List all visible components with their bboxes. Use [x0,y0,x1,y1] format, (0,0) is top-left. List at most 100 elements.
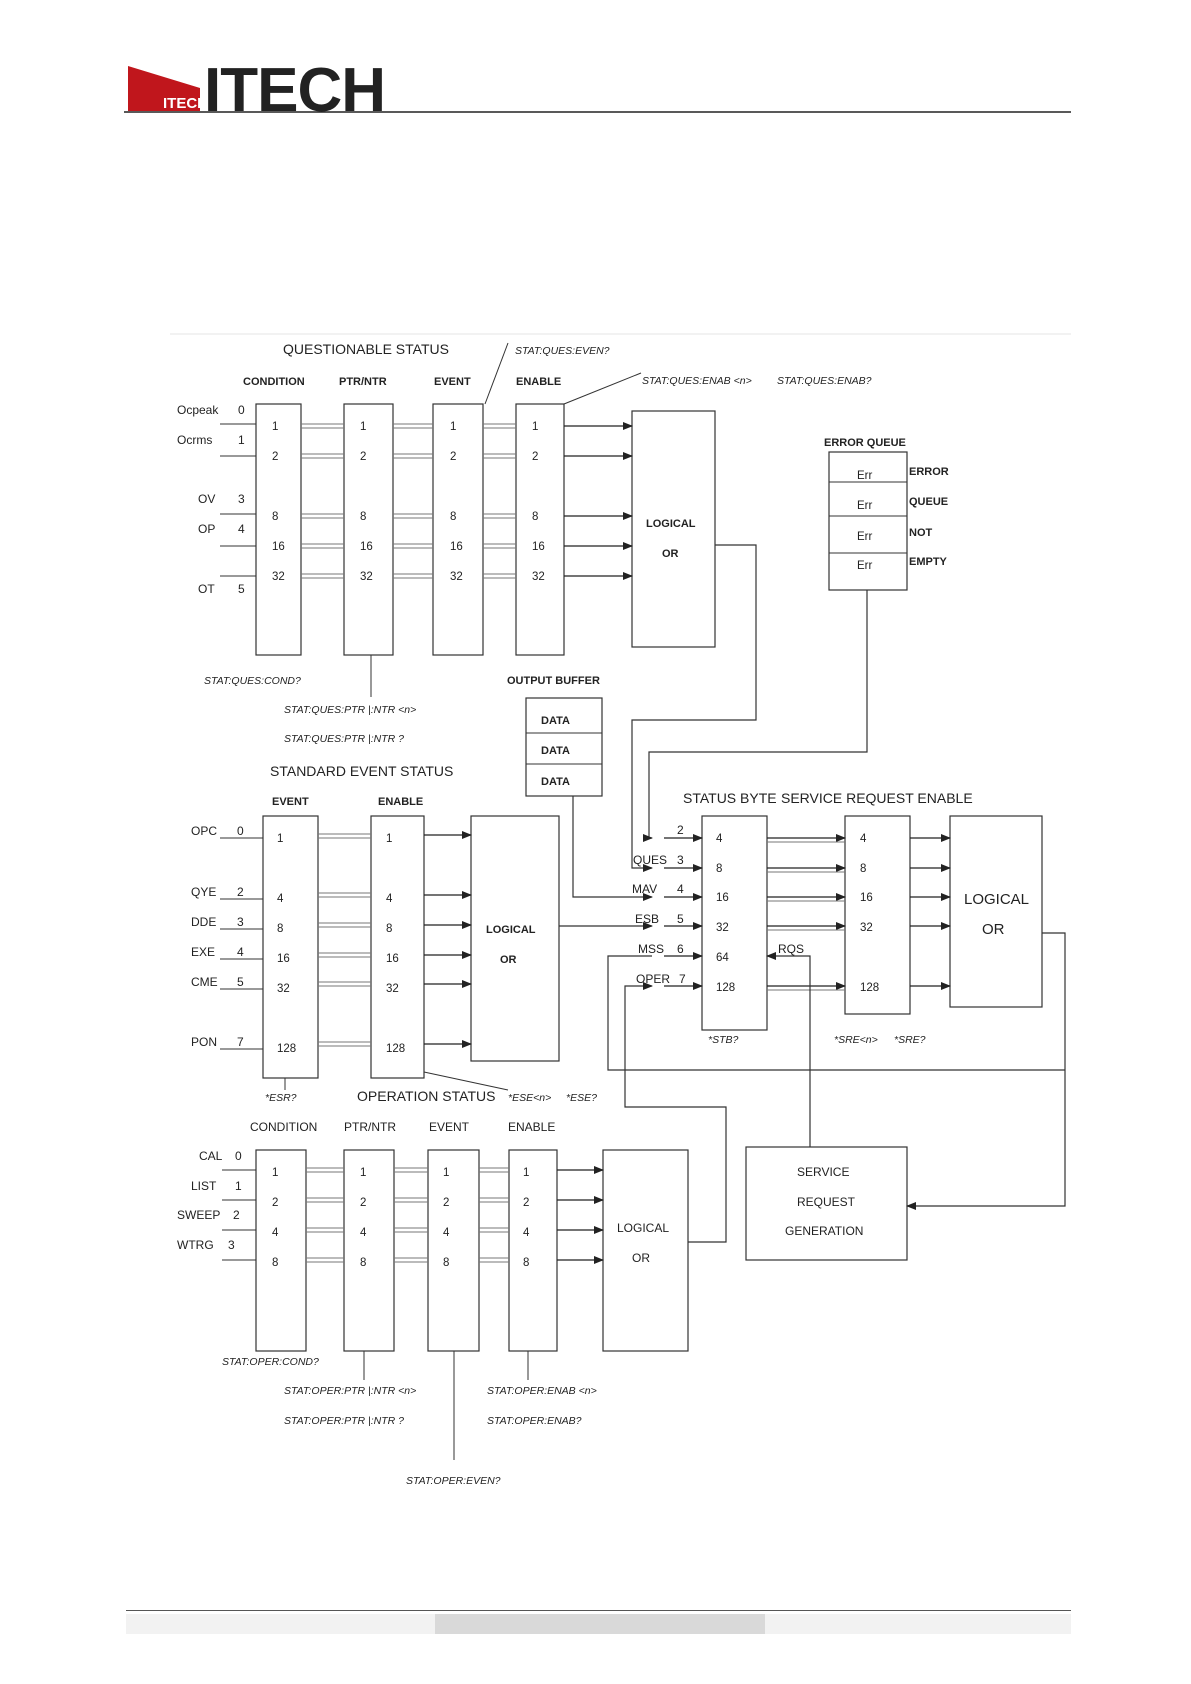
stb-input-name: QUES [633,853,667,867]
error-queue-side-label: QUEUE [909,496,948,508]
ques-or-label: OR [662,548,679,560]
oper-or-label: OR [632,1251,650,1265]
oper-ptr-weight: 8 [360,1257,366,1269]
error-queue-cell: Err [857,500,873,512]
ques-cmd-enab: STAT:QUES:ENAB <n> [642,375,752,387]
oper-or-label: LOGICAL [617,1221,669,1235]
stb-input-name: MSS [638,942,664,956]
std-logical-or [470,815,560,1062]
std-enable-weight: 32 [386,983,399,995]
stb-or-label: LOGICAL [964,891,1029,908]
stb-input-bit: 6 [677,942,684,956]
oper-ptr-weight: 1 [360,1167,366,1179]
std-or-label: OR [500,954,517,966]
stb-weight: 16 [716,892,729,904]
std-input-bit: 0 [237,824,244,838]
footer-rule [126,1610,1071,1611]
std-cmd-ese: *ESE<n> [508,1092,551,1104]
stb-cmd-sre: *SRE<n> [834,1034,878,1046]
oper-cond-weight: 8 [272,1257,278,1269]
ques-event-weight: 32 [450,571,463,583]
stb-input-bit: 4 [677,882,684,896]
stb-cmd-stb: *STB? [708,1034,739,1046]
std-input-name: EXE [191,945,215,959]
oper-input-bit: 1 [235,1179,242,1193]
ques-event-register [432,403,484,656]
ques-enable-weight: 1 [532,421,538,433]
service-request-line: GENERATION [785,1224,863,1238]
ques-or-label: LOGICAL [646,518,696,530]
ques-enable-weight: 32 [532,571,545,583]
ques-cond-weight: 1 [272,421,278,433]
std-or-label: LOGICAL [486,924,536,936]
ques-event-weight: 2 [450,451,456,463]
output-buffer-cell: DATA [541,745,570,757]
ques-header-enable: ENABLE [516,376,561,388]
sre-weight: 128 [860,982,879,994]
operation-status-group: OPERATION STATUS CONDITION PTR/NTR EVENT… [177,1088,689,1487]
ques-ptrntr-register [343,403,394,656]
oper-header-event: EVENT [429,1120,470,1134]
std-event-weight: 1 [277,833,283,845]
ques-input-name: OP [198,522,215,536]
ques-input-bit: 3 [238,492,245,506]
ques-event-weight: 8 [450,511,456,523]
oper-cmd-enab-query: STAT:OPER:ENAB? [487,1415,582,1427]
logo-inner-box [161,92,199,110]
oper-enable-weight: 1 [523,1167,529,1179]
sre-register [844,815,911,1015]
stb-input-name: OPER [636,972,670,986]
std-cmd-ese-query: *ESE? [566,1092,597,1104]
error-queue-title: ERROR QUEUE [824,437,906,449]
rqs-label: RQS [778,942,804,956]
ques-condition-register [255,403,302,656]
error-queue-cell: Err [857,470,873,482]
oper-event-weight: 4 [443,1227,450,1239]
oper-enable-weight: 2 [523,1197,529,1209]
error-queue-group: ERROR QUEUE Err Err Err Err ERROR QUEUE … [824,437,949,591]
oper-input-name: SWEEP [177,1208,220,1222]
std-enable-weight: 8 [386,923,392,935]
ques-cmd-ptr: STAT:QUES:PTR |:NTR <n> [284,704,416,716]
oper-event-weight: 8 [443,1257,449,1269]
ques-cond-weight: 16 [272,541,285,553]
stb-input-name: ESB [635,912,659,926]
std-event-register [262,815,319,1079]
standard-event-title: STANDARD EVENT STATUS [270,763,453,779]
status-byte-group: STATUS BYTE SERVICE REQUEST ENABLE QUES … [632,790,1043,1046]
ques-enable-weight: 8 [532,511,538,523]
ques-input-bit: 0 [238,403,245,417]
std-input-bit: 4 [237,945,244,959]
oper-cond-weight: 1 [272,1167,278,1179]
oper-cmd-even: STAT:OPER:EVEN? [406,1475,501,1487]
std-event-weight: 8 [277,923,283,935]
std-input-bit: 5 [237,975,244,989]
standard-event-group: STANDARD EVENT STATUS EVENT ENABLE OPC 0… [191,763,597,1104]
std-header-enable: ENABLE [378,796,423,808]
ques-cond-weight: 2 [272,451,278,463]
std-header-event: EVENT [272,796,309,808]
itech-logo: ITECH ITECH [128,56,386,125]
oper-event-weight: 2 [443,1197,449,1209]
std-input-name: DDE [191,915,216,929]
std-input-name: OPC [191,824,217,838]
oper-ptr-weight: 2 [360,1197,366,1209]
stb-logical-or [949,815,1043,1008]
oper-cmd-ptr: STAT:OPER:PTR |:NTR <n> [284,1385,416,1397]
ques-event-weight: 16 [450,541,463,553]
service-request-box [745,1146,908,1261]
oper-condition-register [255,1149,307,1352]
oper-cond-weight: 4 [272,1227,279,1239]
ques-ptr-weight: 16 [360,541,373,553]
std-input-name: PON [191,1035,217,1049]
sre-weight: 4 [860,833,867,845]
ques-header-ptrntr: PTR/NTR [339,376,387,388]
oper-input-name: CAL [199,1149,223,1163]
operation-title: OPERATION STATUS [357,1088,495,1104]
std-input-bit: 7 [237,1035,244,1049]
std-input-name: QYE [191,885,216,899]
ques-input-name: OT [198,582,215,596]
std-event-weight: 128 [277,1043,296,1055]
oper-cmd-cond: STAT:OPER:COND? [222,1356,319,1368]
